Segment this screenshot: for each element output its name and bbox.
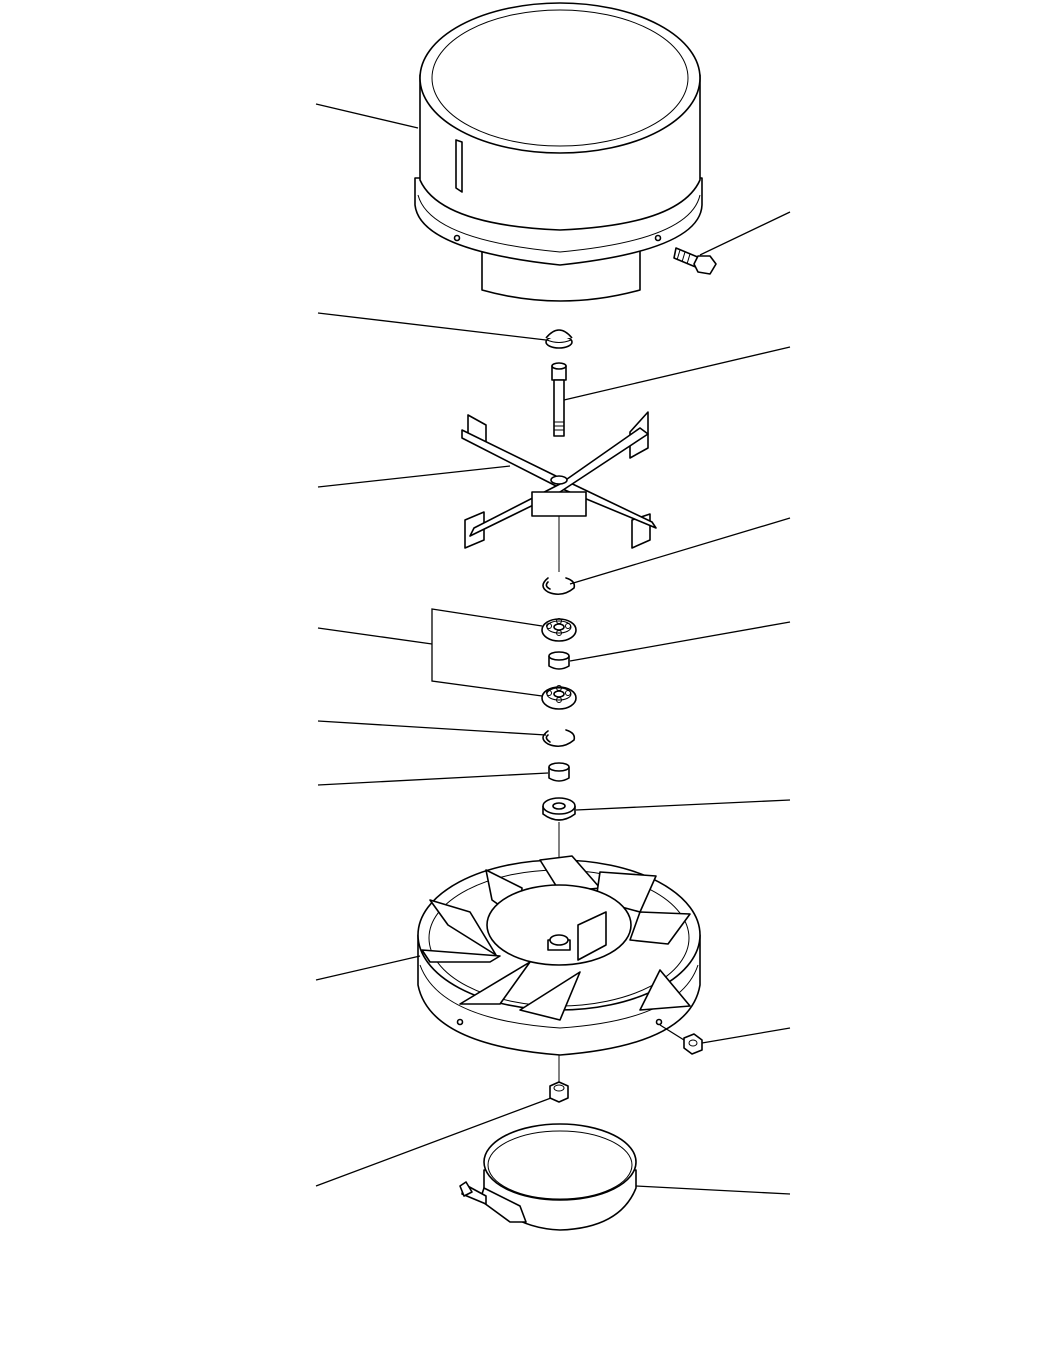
leader-hex-nut-center xyxy=(315,1097,552,1187)
part-long-bolt xyxy=(551,362,567,437)
leader-spacer-upper xyxy=(569,621,791,662)
part-snap-ring-lower xyxy=(542,729,576,748)
bearing-bracket xyxy=(431,608,543,697)
leader-plug-cap xyxy=(317,312,547,341)
part-spacer-upper xyxy=(548,651,570,670)
leader-cover-cap xyxy=(315,103,419,129)
part-snap-ring-upper xyxy=(542,577,576,596)
leader-lines xyxy=(315,103,791,1195)
part-plug-cap xyxy=(545,329,573,349)
leader-long-bolt xyxy=(563,346,791,401)
leader-spacer-lower xyxy=(317,772,549,786)
part-spacer-lower xyxy=(548,762,570,782)
leader-spider-arms xyxy=(317,465,511,488)
leader-fan-wheel xyxy=(315,955,421,981)
part-cover-cap xyxy=(414,2,703,302)
part-bolt xyxy=(673,247,717,275)
leader-snap-ring-lower xyxy=(317,720,547,736)
part-spider-arms xyxy=(461,411,657,572)
part-hose-clamp xyxy=(459,1123,637,1231)
leader-nut-link xyxy=(659,1024,685,1041)
leader-hex-nut-right xyxy=(701,1027,791,1044)
leader-snap-ring-upper xyxy=(569,517,791,585)
part-fan-wheel xyxy=(417,855,701,1085)
part-hex-nut-center xyxy=(549,1081,569,1103)
part-bearing-lower xyxy=(541,685,577,710)
leader-hose-clamp xyxy=(635,1185,791,1195)
part-hex-nut-right xyxy=(683,1033,703,1055)
leader-bolt xyxy=(699,211,791,256)
part-bearing-upper xyxy=(541,618,577,642)
leader-washer xyxy=(575,799,791,811)
leader-bearing-bracket xyxy=(317,627,433,645)
